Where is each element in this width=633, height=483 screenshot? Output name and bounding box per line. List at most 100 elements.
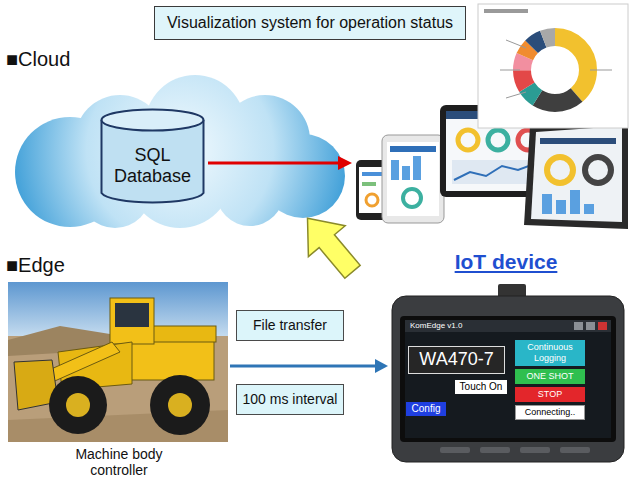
donut-segment xyxy=(522,37,588,103)
node-text: WA470-7 xyxy=(409,349,504,371)
hardware-button xyxy=(440,447,470,453)
iot-device: IoT deviceWA470-7Touch On Config Continuou… xyxy=(388,248,624,466)
node-text: 100 ms interval xyxy=(241,391,339,408)
screen-button: Continuous Logging xyxy=(515,340,585,366)
screen-bar xyxy=(402,166,410,180)
database-cylinder: SQL Database xyxy=(100,108,205,205)
connector-arrow xyxy=(230,359,388,373)
screen-donut xyxy=(585,157,611,183)
section-heading: ■Cloud xyxy=(6,48,70,71)
screen-donut xyxy=(366,194,378,206)
wheel-loader-photo xyxy=(8,282,228,442)
node-text: SQL Database xyxy=(104,145,201,186)
cab-window xyxy=(115,303,149,327)
tablet xyxy=(524,119,628,229)
title-box: Visualization system for operation statu… xyxy=(154,6,466,40)
donut-segment xyxy=(522,37,588,103)
screen-bar xyxy=(584,204,594,214)
node-text: IoT device xyxy=(388,248,624,274)
screen-bar xyxy=(362,172,382,176)
loader-hood xyxy=(150,326,216,342)
wheel-hub xyxy=(66,393,90,417)
section-heading: ■Edge xyxy=(6,254,65,277)
tablet-screen xyxy=(531,126,622,222)
donut-segment xyxy=(522,37,588,103)
donut-chart-card xyxy=(478,4,628,128)
donut xyxy=(522,37,588,103)
screen-icon xyxy=(586,322,595,330)
arrow-head xyxy=(375,359,388,373)
donut-segment xyxy=(522,37,588,103)
device-body xyxy=(392,296,624,462)
donut-segment xyxy=(522,37,588,103)
tablet xyxy=(382,135,444,223)
screen-bar xyxy=(362,182,376,186)
yellow-arrow xyxy=(289,203,371,287)
screen-button: Config xyxy=(406,402,446,416)
screen-title: KomEdge v1.0 xyxy=(410,321,462,330)
node-text: Config xyxy=(406,403,446,415)
title-text: Visualization system for operation statu… xyxy=(167,14,453,32)
iot-device-picture xyxy=(392,284,624,462)
screen-donut xyxy=(547,157,573,183)
upload-arrow xyxy=(289,203,371,287)
donut-segment xyxy=(522,37,588,103)
screen-bar xyxy=(556,200,566,214)
leader-line xyxy=(500,70,520,71)
screen-donut xyxy=(403,189,421,207)
donut-segment xyxy=(522,37,588,103)
loader-cab xyxy=(110,298,154,344)
screen-donut xyxy=(458,130,478,150)
screen-bar xyxy=(540,138,616,144)
red-arrow xyxy=(208,156,352,170)
screen-donut xyxy=(488,130,508,150)
status-box: Connecting.. xyxy=(515,405,585,420)
screen-icon xyxy=(598,322,607,330)
screen-bar xyxy=(570,190,580,214)
chart-heading-mark xyxy=(484,9,528,13)
rear-tire xyxy=(150,375,210,435)
connector-line xyxy=(230,365,378,368)
hardware-button xyxy=(520,447,550,453)
screen-bar xyxy=(413,156,421,180)
process-box: File transfer xyxy=(236,310,344,341)
arrow-head xyxy=(338,156,352,170)
donut-segment xyxy=(522,37,588,103)
front-tire xyxy=(49,376,107,434)
node-text: STOP xyxy=(516,389,584,400)
screen-icon xyxy=(574,322,583,330)
phone-screen xyxy=(359,167,385,213)
leader-line xyxy=(506,40,526,48)
node-text: Machine body controller xyxy=(57,446,181,478)
cylinder-body xyxy=(102,120,204,202)
hardware-button xyxy=(560,447,590,453)
cylinder-top xyxy=(102,110,204,131)
node-text: Touch On xyxy=(455,381,507,393)
screen-button: STOP xyxy=(515,387,585,402)
machine-photo: Machine body controller xyxy=(8,282,230,478)
node-text: Continuous Logging xyxy=(516,342,584,364)
node-text: File transfer xyxy=(241,317,339,334)
screen-bar xyxy=(542,194,552,214)
node-text: Connecting.. xyxy=(517,407,583,418)
tablet-screen xyxy=(387,142,439,216)
screen-button: ONE SHOT xyxy=(515,369,585,384)
screen-display: WA470-7 xyxy=(408,346,505,374)
node-text: ONE SHOT xyxy=(516,371,584,382)
screen-button: Touch On xyxy=(455,380,507,394)
process-box: 100 ms interval xyxy=(236,384,344,415)
leader-line xyxy=(506,92,526,98)
wheel-hub xyxy=(168,393,192,417)
chart-card xyxy=(478,4,628,128)
device-bezel xyxy=(400,316,616,442)
cloud-lobe xyxy=(216,158,284,226)
cloud-shape xyxy=(15,75,345,228)
screen-bar xyxy=(390,146,436,152)
hardware-button xyxy=(480,447,510,453)
device-screen xyxy=(405,320,611,438)
screen-bar xyxy=(391,160,399,180)
screen-top-bar xyxy=(405,320,611,332)
arrow-line xyxy=(208,162,340,165)
